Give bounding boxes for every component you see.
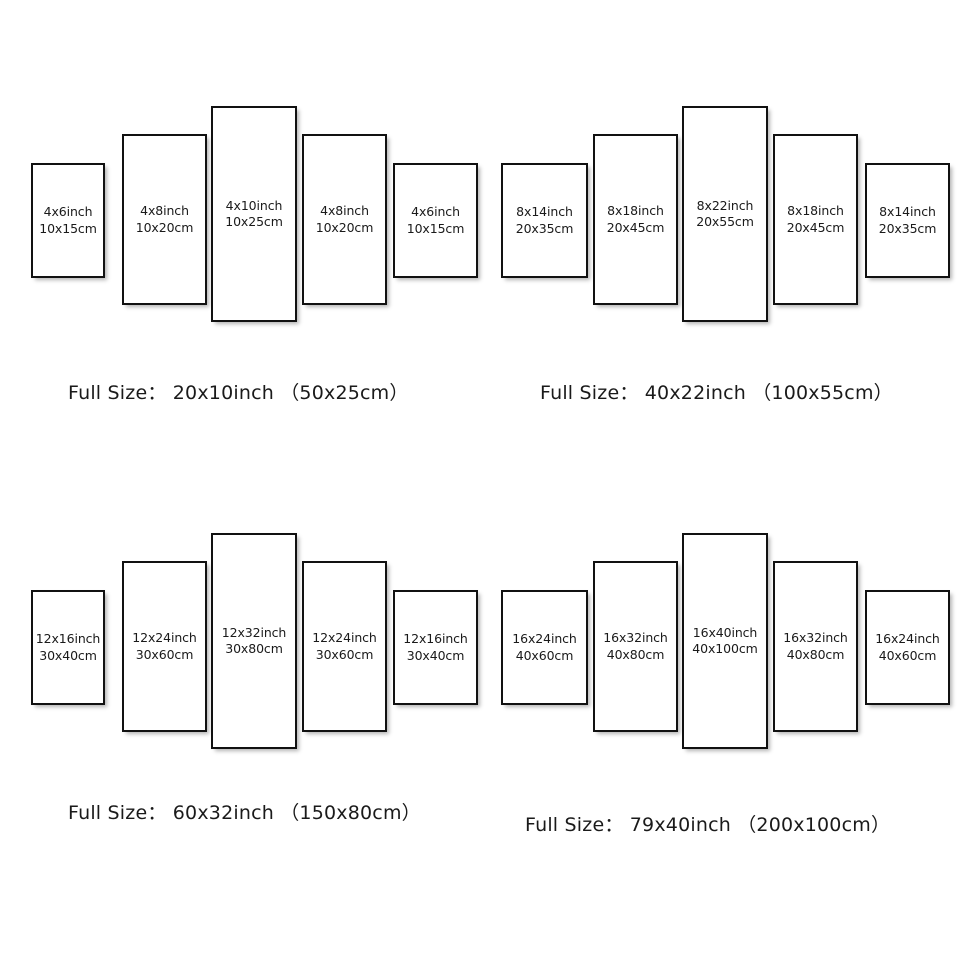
panel-label-inch: 4x10inch <box>225 197 283 213</box>
panel-label-cm: 20x35cm <box>515 220 574 236</box>
canvas-panel[interactable]: 12x24inch 30x60cm <box>122 561 207 732</box>
canvas-panel[interactable]: 16x40inch 40x100cm <box>682 533 768 749</box>
size-group-2: 8x14inch 20x35cm 8x18inch 20x45cm 8x22in… <box>480 0 960 430</box>
group-caption: Full Size： 40x22inch （100x55cm） <box>540 382 893 404</box>
panel-label-cm: 40x80cm <box>606 646 665 662</box>
panel-label: 4x10inch 10x25cm <box>225 198 283 231</box>
canvas-panel[interactable]: 4x8inch 10x20cm <box>302 134 387 305</box>
panel-label-cm: 10x20cm <box>135 219 194 235</box>
panel-row: 4x6inch 10x15cm 4x8inch 10x20cm 4x10inch… <box>0 0 480 430</box>
panel-label-inch: 12x16inch <box>403 631 468 647</box>
panel-label-cm: 30x60cm <box>135 646 194 662</box>
panel-label: 16x32inch 40x80cm <box>783 630 848 663</box>
panel-label: 12x16inch 30x40cm <box>403 631 468 664</box>
panel-label: 8x22inch 20x55cm <box>696 198 754 231</box>
panel-label-inch: 16x40inch <box>692 624 758 640</box>
panel-row: 16x24inch 40x60cm 16x32inch 40x80cm 16x4… <box>480 427 960 857</box>
panel-label: 8x18inch 20x45cm <box>607 203 665 236</box>
panel-label-cm: 10x25cm <box>225 214 283 229</box>
canvas-panel[interactable]: 16x24inch 40x60cm <box>501 590 588 705</box>
panel-label-cm: 20x45cm <box>786 219 845 235</box>
panel-label-inch: 8x14inch <box>516 204 573 220</box>
panel-label-inch: 16x24inch <box>512 631 577 647</box>
size-group-3: 12x16inch 30x40cm 12x24inch 30x60cm 12x3… <box>0 427 480 857</box>
panel-label-inch: 4x8inch <box>320 203 369 219</box>
panel-label-cm: 10x15cm <box>39 220 97 236</box>
panel-label-inch: 8x18inch <box>787 203 844 219</box>
panel-label: 16x32inch 40x80cm <box>603 630 668 663</box>
canvas-panel[interactable]: 4x6inch 10x15cm <box>393 163 478 278</box>
panel-label: 8x18inch 20x45cm <box>787 203 845 236</box>
canvas-panel[interactable]: 4x8inch 10x20cm <box>122 134 207 305</box>
panel-label-inch: 16x24inch <box>875 631 940 647</box>
panel-label-inch: 12x32inch <box>221 624 287 640</box>
canvas-panel[interactable]: 8x14inch 20x35cm <box>501 163 588 278</box>
size-group-1: 4x6inch 10x15cm 4x8inch 10x20cm 4x10inch… <box>0 0 480 430</box>
panel-label-inch: 8x18inch <box>607 203 664 219</box>
canvas-panel[interactable]: 12x16inch 30x40cm <box>393 590 478 705</box>
panel-label: 4x8inch 10x20cm <box>136 203 194 236</box>
panel-label-cm: 10x20cm <box>315 219 374 235</box>
panel-label-inch: 16x32inch <box>603 630 668 646</box>
panel-label-inch: 12x24inch <box>312 630 377 646</box>
panel-label-inch: 4x8inch <box>140 203 189 219</box>
panel-label-cm: 10x15cm <box>406 220 465 236</box>
panel-label-cm: 20x45cm <box>606 219 665 235</box>
panel-label: 8x14inch 20x35cm <box>879 204 937 237</box>
panel-label-cm: 40x60cm <box>515 647 574 663</box>
panel-label: 4x6inch 10x15cm <box>407 204 465 237</box>
canvas-panel[interactable]: 8x22inch 20x55cm <box>682 106 768 322</box>
panel-label-inch: 12x16inch <box>35 631 101 647</box>
panel-label-cm: 40x100cm <box>692 641 758 656</box>
group-caption: Full Size： 60x32inch （150x80cm） <box>68 802 421 824</box>
panel-row: 12x16inch 30x40cm 12x24inch 30x60cm 12x3… <box>0 427 480 857</box>
panel-label-cm: 30x60cm <box>315 646 374 662</box>
canvas-panel[interactable]: 12x32inch 30x80cm <box>211 533 297 749</box>
group-caption: Full Size： 79x40inch （200x100cm） <box>525 814 891 836</box>
panel-label: 4x6inch 10x15cm <box>39 204 97 237</box>
canvas-panel[interactable]: 16x32inch 40x80cm <box>773 561 858 732</box>
panel-label-cm: 20x35cm <box>878 220 937 236</box>
panel-label-cm: 30x40cm <box>39 647 97 663</box>
panel-label: 8x14inch 20x35cm <box>516 204 574 237</box>
panel-label-inch: 4x6inch <box>43 204 93 220</box>
canvas-panel[interactable]: 8x14inch 20x35cm <box>865 163 950 278</box>
group-caption: Full Size： 20x10inch （50x25cm） <box>68 382 409 404</box>
canvas-panel[interactable]: 4x10inch 10x25cm <box>211 106 297 322</box>
canvas-panel[interactable]: 12x24inch 30x60cm <box>302 561 387 732</box>
panel-label: 16x24inch 40x60cm <box>512 631 577 664</box>
panel-label-cm: 30x80cm <box>225 641 283 656</box>
size-group-4: 16x24inch 40x60cm 16x32inch 40x80cm 16x4… <box>480 427 960 857</box>
panel-row: 8x14inch 20x35cm 8x18inch 20x45cm 8x22in… <box>480 0 960 430</box>
canvas-panel[interactable]: 8x18inch 20x45cm <box>773 134 858 305</box>
panel-label: 12x24inch 30x60cm <box>132 630 197 663</box>
panel-label-inch: 8x22inch <box>696 197 754 213</box>
panel-label-inch: 12x24inch <box>132 630 197 646</box>
canvas-panel[interactable]: 8x18inch 20x45cm <box>593 134 678 305</box>
canvas-panel[interactable]: 12x16inch 30x40cm <box>31 590 105 705</box>
panel-label-cm: 40x80cm <box>786 646 845 662</box>
panel-label-inch: 8x14inch <box>879 204 936 220</box>
panel-label-cm: 20x55cm <box>696 214 754 229</box>
panel-label: 12x32inch 30x80cm <box>222 625 287 658</box>
panel-label-cm: 40x60cm <box>878 647 937 663</box>
panel-label: 4x8inch 10x20cm <box>316 203 374 236</box>
canvas-panel[interactable]: 4x6inch 10x15cm <box>31 163 105 278</box>
panel-label-cm: 30x40cm <box>406 647 465 663</box>
canvas-panel[interactable]: 16x32inch 40x80cm <box>593 561 678 732</box>
panel-label: 12x16inch 30x40cm <box>36 631 101 664</box>
panel-label: 16x24inch 40x60cm <box>875 631 940 664</box>
panel-label: 16x40inch 40x100cm <box>692 624 758 658</box>
canvas-panel[interactable]: 16x24inch 40x60cm <box>865 590 950 705</box>
panel-label: 12x24inch 30x60cm <box>312 630 377 663</box>
panel-label-inch: 4x6inch <box>411 204 460 220</box>
panel-label-inch: 16x32inch <box>783 630 848 646</box>
